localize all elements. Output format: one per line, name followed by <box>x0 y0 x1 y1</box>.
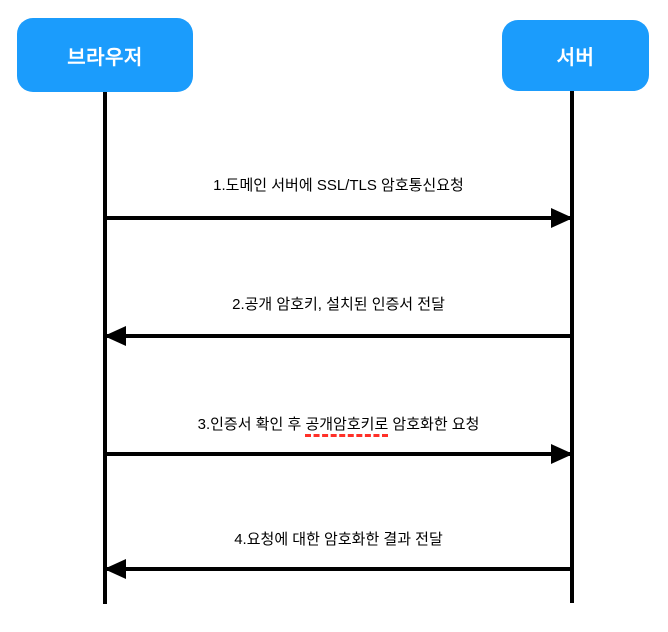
actor-browser-label: 브라우저 <box>67 46 143 69</box>
actor-box-server: 서버 <box>502 20 649 91</box>
message-2-label: 2.공개 암호키, 설치된 인증서 전달 <box>232 296 445 313</box>
message-3-arrow-browser-to-server <box>105 444 573 464</box>
message-1-arrow-browser-to-server <box>105 208 573 228</box>
arrowhead-left-icon <box>104 559 126 579</box>
actor-box-browser: 브라우저 <box>17 18 193 92</box>
actor-server-label: 서버 <box>556 47 595 69</box>
message-3-text-suffix: 암호화한 요청 <box>388 416 480 433</box>
message-4-arrow-server-to-browser <box>104 559 572 579</box>
message-3-text-prefix: 3.인증서 확인 후 <box>197 416 306 433</box>
message-4-label: 4.요청에 대한 암호화한 결과 전달 <box>234 531 443 548</box>
message-2-arrow-server-to-browser <box>104 326 572 346</box>
message-3-misspelled-text: 공개암호키로 <box>305 416 389 437</box>
lifeline-server <box>570 91 574 603</box>
lifeline-browser <box>103 92 107 604</box>
arrowhead-left-icon <box>104 326 126 346</box>
arrowhead-right-icon <box>551 208 573 228</box>
message-1-label: 1.도메인 서버에 SSL/TLS 암호통신요청 <box>213 177 464 194</box>
message-3-label: 3.인증서 확인 후 공개암호키로 암호화한 요청 <box>105 414 572 437</box>
arrowhead-right-icon <box>551 444 573 464</box>
